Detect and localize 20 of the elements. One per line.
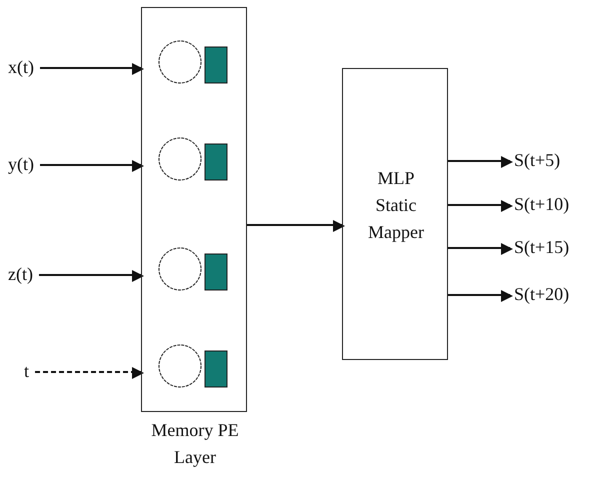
input-label: y(t) xyxy=(8,151,34,179)
box-label: MLP Static Mapper xyxy=(367,167,425,244)
output-label: S(t+15) xyxy=(514,234,570,262)
arrow xyxy=(448,290,513,302)
input-label: t xyxy=(24,358,30,386)
input-label: z(t) xyxy=(8,261,33,289)
arrow xyxy=(40,63,144,75)
layer-label: Memory PE Layer xyxy=(150,419,240,469)
mapper-box xyxy=(342,68,448,360)
output-label: S(t+10) xyxy=(514,191,570,219)
input-label: x(t) xyxy=(8,54,34,82)
arrow xyxy=(448,156,513,168)
output-label: S(t+20) xyxy=(514,281,570,309)
arrow xyxy=(35,367,144,379)
arrow xyxy=(40,160,144,172)
arrow xyxy=(38,270,144,282)
arrow xyxy=(448,200,513,212)
output-label: S(t+5) xyxy=(514,147,560,175)
arrow xyxy=(247,220,345,232)
arrow xyxy=(448,243,513,255)
